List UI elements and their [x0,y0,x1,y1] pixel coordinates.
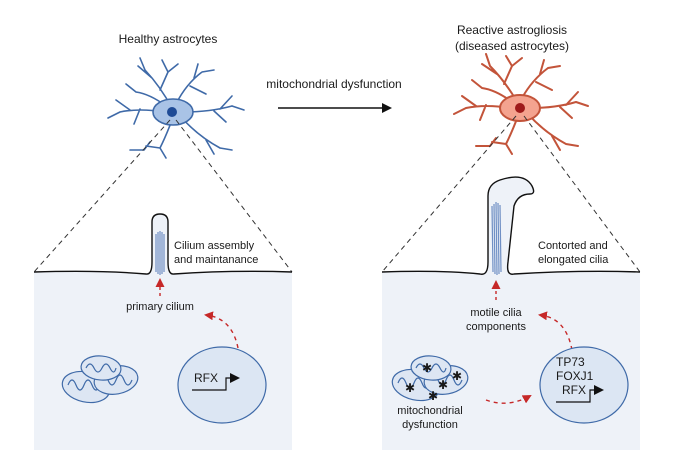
motile-cilium-axoneme-icon [491,201,502,276]
healthy-mitochondria-icon [61,355,139,404]
healthy-title: Healthy astrocytes [119,32,218,46]
reactive-title-1: Reactive astrogliosis [457,23,567,37]
reactive-title-2: (diseased astrocytes) [455,39,569,53]
reactive-membrane [381,176,641,275]
svg-text:✱: ✱ [428,389,438,403]
zoom-line-left [33,119,171,273]
cilium-assembly-label-2: and maintanance [174,254,258,266]
cilium-assembly-label-1: Cilium assembly [174,240,255,252]
right-panel: Reactive astrogliosis (diseased astrocyt… [381,23,641,450]
gene-tp73: TP73 [556,355,585,369]
reactive-nucleus [539,346,629,424]
mitochondrial-damage-star-icon: ✱ ✱ ✱ ✱ ✱ [405,361,462,403]
zoom-line-right [175,119,293,273]
primary-cilium-label: primary cilium [126,301,194,313]
mito-dysfunction-label-1: mitochondrial [397,405,462,417]
healthy-nucleus [177,346,267,424]
gene-rfx: RFX [562,383,586,397]
primary-cilium-axoneme-icon [155,231,165,275]
contorted-cilia-label-2: elongated cilia [538,254,609,266]
reactive-promoter-icon [556,385,604,403]
reactive-nucleus-icon [515,103,525,113]
svg-text:✱: ✱ [405,381,415,395]
motile-cilia-label-1: motile cilia [470,307,522,319]
gene-foxj1: FOXJ1 [556,369,594,383]
svg-text:✱: ✱ [438,378,448,392]
mitochondrial-dysfunction-arrow-label: mitochondrial dysfunction [266,77,401,91]
healthy-nucleus-icon [167,107,177,117]
healthy-astrocyte-icon [107,57,245,159]
zoom-line-left-2 [381,115,517,273]
motile-cilia-label-2: components [466,321,526,333]
reactive-nucleus-signal-arrow [538,311,573,351]
zoom-line-right-2 [523,115,641,273]
svg-text:✱: ✱ [452,369,462,383]
mito-to-nucleus-arrow [485,395,532,404]
center-transition: mitochondrial dysfunction [266,77,402,113]
left-panel: Healthy astrocytes Cilium as [33,32,293,450]
mito-dysfunction-label-2: dysfunction [402,419,458,431]
healthy-membrane [33,213,293,275]
damaged-mitochondria-icon [391,355,469,402]
healthy-promoter-icon [192,373,240,391]
nucleus-signal-arrow [204,311,239,349]
healthy-gene-rfx: RFX [194,371,218,385]
svg-text:✱: ✱ [422,361,432,375]
contorted-cilia-label-1: Contorted and [538,240,608,252]
